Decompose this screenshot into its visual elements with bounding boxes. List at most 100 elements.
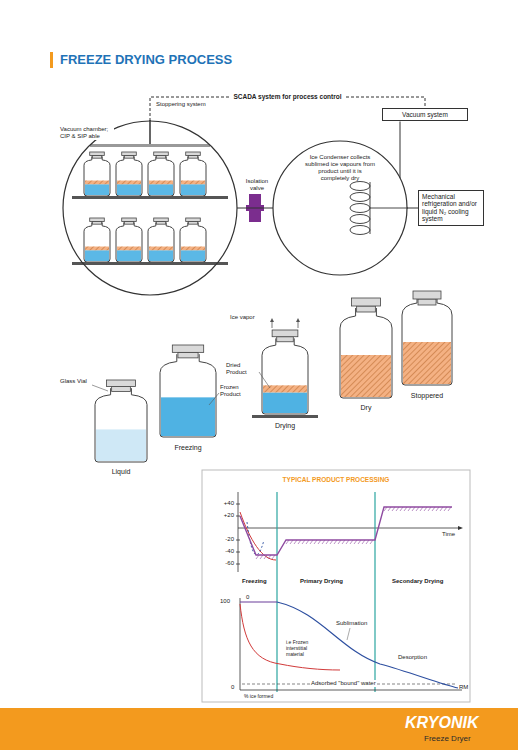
stopper-plug	[357, 306, 376, 312]
dried-product	[263, 385, 307, 392]
label: Stoppering system	[156, 101, 206, 108]
label: KRYONIK	[405, 714, 479, 732]
node-text: Vacuum chamber; CIP & SIP able	[60, 126, 114, 140]
stopper-plug	[112, 387, 131, 392]
label: Glass Vial	[60, 378, 87, 385]
label: Frozen Product	[220, 384, 256, 398]
vial-outline	[95, 388, 147, 462]
label: Stoppered	[402, 392, 452, 400]
vessel-outline	[272, 140, 408, 276]
stopper	[351, 298, 380, 306]
label: Dried Product	[226, 362, 258, 376]
shelf-hatch	[400, 507, 403, 511]
shelf	[72, 196, 228, 199]
shelf-hatch	[436, 507, 439, 511]
vial-glass	[160, 354, 216, 437]
stopper	[154, 218, 169, 222]
stopper	[413, 291, 441, 299]
shelf-hatch	[286, 540, 289, 544]
shelf-hatch	[326, 540, 329, 544]
vessel-circle: Ice Condenser collects sublimed ice vapo…	[272, 140, 408, 276]
condenser-coil	[350, 226, 370, 235]
stopper-plug	[418, 299, 436, 305]
stopper	[122, 152, 137, 156]
process-box: Mechanical refrigeration and/or liquid N…	[418, 190, 484, 226]
dried-product	[403, 342, 451, 384]
shelf-hatch	[346, 540, 349, 544]
vial-outline	[148, 222, 174, 262]
vial-glass	[402, 295, 452, 385]
dried-product	[341, 355, 391, 397]
shelf-hatch	[342, 540, 345, 544]
dried-product-hatch	[181, 247, 205, 251]
shelf-hatch	[334, 540, 337, 544]
time-axis	[238, 528, 458, 529]
label: -20	[212, 536, 234, 543]
dried-product-hatch	[85, 247, 109, 251]
axis-tick	[236, 540, 240, 541]
frozen-product	[181, 184, 205, 195]
label: Ice vapor	[230, 314, 255, 321]
axis-arrow	[458, 526, 463, 530]
shelf-hatch	[350, 540, 353, 544]
frozen-product	[263, 392, 307, 413]
shelf-hatch	[370, 540, 373, 544]
label: Desorption	[398, 654, 427, 661]
label: Freeze Dryer	[424, 734, 471, 743]
shelf-hatch	[310, 540, 313, 544]
stopper-plug	[178, 352, 198, 358]
shelf-hatch	[314, 540, 317, 544]
node-text: Vacuum system	[386, 111, 464, 118]
shelf-hatch	[298, 540, 301, 544]
shelf-hatch	[420, 507, 423, 511]
dried-product	[117, 181, 141, 185]
leader-line	[259, 372, 270, 388]
leader-line	[209, 393, 219, 405]
label: -60	[212, 560, 234, 567]
vial-glass	[262, 338, 308, 414]
shelf-hatch	[448, 507, 451, 511]
vial-outline	[116, 222, 142, 262]
condenser-coil	[350, 193, 370, 202]
vial-glass	[84, 222, 110, 262]
label: +20	[212, 512, 234, 519]
process-box: Vacuum system	[382, 108, 468, 121]
vial-glass	[116, 222, 142, 262]
stopper	[272, 330, 298, 337]
label: -40	[212, 548, 234, 555]
page-title: FREEZE DRYING PROCESS	[60, 53, 232, 68]
stoppering-rod	[149, 120, 151, 144]
title-bar	[50, 52, 53, 68]
shelf-hatch	[272, 555, 275, 559]
heating-shelf	[252, 415, 318, 418]
vial-outline	[180, 222, 206, 262]
vial-outline	[402, 295, 452, 385]
label: i.e Frozen interstitial material	[286, 640, 320, 657]
dried-product	[149, 181, 173, 185]
sublimation-curve	[277, 602, 458, 688]
label: Liquid	[95, 468, 147, 476]
dried-product	[181, 247, 205, 251]
shelf-hatch	[384, 507, 387, 511]
shelf-hatch	[322, 540, 325, 544]
shelf-hatch	[366, 540, 369, 544]
shelf-hatch	[428, 507, 431, 511]
connector	[237, 208, 273, 209]
shelf	[72, 262, 228, 265]
condenser-coil	[350, 182, 370, 191]
shelf-hatch	[260, 555, 263, 559]
label: Primary Drying	[300, 578, 343, 585]
shelf-hatch	[256, 555, 259, 559]
frozen-product	[149, 250, 173, 261]
chart-panel	[202, 470, 470, 702]
stopper	[154, 152, 169, 156]
frozen-product	[161, 397, 215, 436]
vial-outline	[340, 308, 392, 398]
shelf-hatch	[424, 507, 427, 511]
vapor-arrow-head	[270, 318, 274, 322]
shelf-hatch	[306, 540, 309, 544]
shelf-hatch	[440, 507, 443, 511]
shelf-hatch	[362, 540, 365, 544]
dried-product	[181, 181, 205, 185]
phase-divider	[276, 492, 277, 692]
